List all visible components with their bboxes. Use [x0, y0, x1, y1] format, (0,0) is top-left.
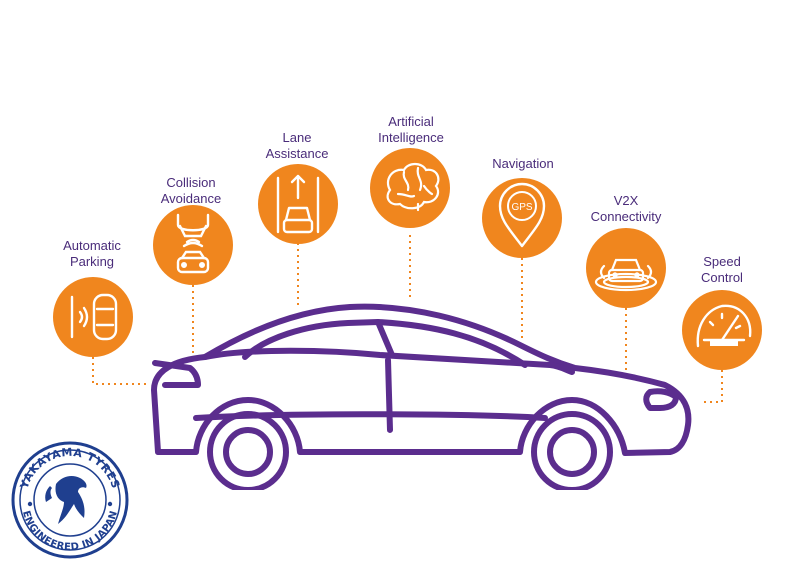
connector-automatic-parking — [92, 357, 150, 385]
car-tail-light — [152, 360, 201, 388]
car-door-line — [385, 357, 393, 433]
car-roof-line — [202, 347, 575, 375]
gps-text: GPS — [511, 202, 532, 213]
label-artificial-intelligence: Artificial Intelligence — [378, 114, 444, 145]
connector-speed-control — [700, 370, 723, 403]
circle-collision-avoidance — [153, 205, 233, 285]
label-collision-avoidance: Collision Avoidance — [160, 175, 222, 206]
feature-circles — [53, 148, 762, 370]
collision-cars-icon — [176, 213, 210, 274]
car-rear-wheel — [207, 411, 289, 493]
gps-pin-icon: GPS — [498, 182, 546, 248]
label-v2x-connectivity: V2X Connectivity — [590, 193, 662, 224]
car-signal-icon — [594, 258, 658, 292]
car-front-window — [375, 319, 528, 368]
car-outline-icon — [151, 303, 692, 493]
label-speed-control: Speed Control — [701, 254, 743, 285]
car-body — [151, 303, 692, 456]
car-rear-window — [242, 319, 395, 360]
label-navigation: Navigation — [492, 156, 554, 171]
circle-artificial-intelligence — [370, 148, 450, 228]
speedometer-icon — [696, 304, 752, 348]
brain-icon — [386, 162, 440, 212]
car-rear-hub — [223, 427, 273, 477]
label-automatic-parking: Automatic Parking — [63, 238, 121, 269]
connector-lines — [92, 235, 723, 403]
brand-logo: YAKAYAMA TYRES ENGINEERED IN JAPAN — [11, 441, 129, 559]
circle-v2x-connectivity — [586, 228, 666, 308]
car-front-wheel — [531, 411, 613, 493]
parking-sensor-icon — [70, 293, 118, 341]
label-lane-assistance: Lane Assistance — [265, 130, 329, 161]
circle-speed-control — [682, 290, 762, 370]
car-headlight — [643, 388, 679, 411]
lane-arrow-icon — [276, 174, 320, 234]
car-front-hub — [547, 427, 597, 477]
horse-icon — [45, 476, 87, 524]
